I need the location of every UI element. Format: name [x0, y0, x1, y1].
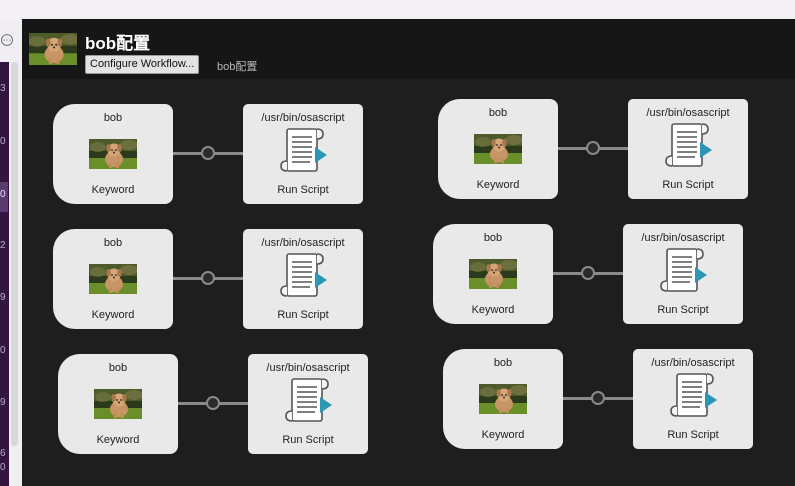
run-script-node[interactable]: /usr/bin/osascript Run Script	[243, 104, 363, 204]
dog-photo-icon	[479, 384, 527, 414]
connection-handle[interactable]	[581, 266, 595, 280]
keyword-label: Keyword	[476, 179, 520, 191]
sidebar-row-digit: 9	[0, 397, 6, 408]
keyword-text: bob	[483, 232, 503, 244]
keyword-text: bob	[488, 107, 508, 119]
script-path: /usr/bin/osascript	[646, 107, 730, 119]
keyword-label: Keyword	[91, 309, 135, 321]
dog-photo-icon	[94, 389, 142, 419]
dog-photo-icon	[89, 264, 137, 294]
sidebar-row-digit: 0	[0, 462, 6, 473]
sidebar-list	[0, 62, 9, 486]
sidebar-row-digit: 2	[0, 240, 6, 251]
script-label: Run Script	[667, 429, 719, 441]
script-path: /usr/bin/osascript	[651, 357, 735, 369]
connection-handle[interactable]	[206, 396, 220, 410]
keyword-label: Keyword	[96, 434, 140, 446]
dog-photo-icon	[29, 33, 77, 65]
top-window-strip	[0, 0, 795, 19]
script-path: /usr/bin/osascript	[266, 362, 350, 374]
script-document-icon	[277, 251, 329, 301]
script-path: /usr/bin/osascript	[261, 237, 345, 249]
keyword-node[interactable]: bob Keyword	[58, 354, 178, 454]
keyword-node[interactable]: bob Keyword	[443, 349, 563, 449]
keyword-text: bob	[103, 237, 123, 249]
script-label: Run Script	[277, 184, 329, 196]
keyword-label: Keyword	[91, 184, 135, 196]
keyword-node[interactable]: bob Keyword	[53, 104, 173, 204]
script-document-icon	[662, 121, 714, 171]
script-path: /usr/bin/osascript	[641, 232, 725, 244]
connection-handle[interactable]	[591, 391, 605, 405]
keyword-node[interactable]: bob Keyword	[433, 224, 553, 324]
keyword-text: bob	[108, 362, 128, 374]
run-script-node[interactable]: /usr/bin/osascript Run Script	[248, 354, 368, 454]
sidebar-row-digit-selected: 0	[0, 182, 8, 212]
script-document-icon	[657, 246, 709, 296]
connection-handle[interactable]	[201, 146, 215, 160]
keyword-node[interactable]: bob Keyword	[53, 229, 173, 329]
keyword-label: Keyword	[471, 304, 515, 316]
script-document-icon	[282, 376, 334, 426]
workflow-subtitle: bob配置	[217, 61, 258, 73]
sidebar-scrollbar[interactable]	[11, 62, 18, 446]
workflow-canvas: bob Keyword /usr/bin/osascript Run Scrip…	[22, 79, 795, 486]
run-script-node[interactable]: /usr/bin/osascript Run Script	[628, 99, 748, 199]
keyword-label: Keyword	[481, 429, 525, 441]
connection-handle[interactable]	[201, 271, 215, 285]
run-script-node[interactable]: /usr/bin/osascript Run Script	[623, 224, 743, 324]
dog-photo-icon	[474, 134, 522, 164]
dog-photo-icon	[89, 139, 137, 169]
script-document-icon	[277, 126, 329, 176]
workflow-title: bob配置	[85, 34, 151, 53]
more-options-icon[interactable]: ⋯	[1, 34, 13, 46]
connection-handle[interactable]	[586, 141, 600, 155]
script-label: Run Script	[662, 179, 714, 191]
sidebar-row-digit: 9	[0, 292, 6, 303]
sidebar-row-digit: 3	[0, 83, 6, 94]
script-document-icon	[667, 371, 719, 421]
configure-workflow-button[interactable]: Configure Workflow...	[85, 55, 200, 74]
workflow-header: bob配置 Configure Workflow... bob配置	[22, 19, 795, 79]
script-label: Run Script	[282, 434, 334, 446]
run-script-node[interactable]: /usr/bin/osascript Run Script	[243, 229, 363, 329]
keyword-text: bob	[493, 357, 513, 369]
sidebar-row-digit: 0	[0, 345, 6, 356]
script-label: Run Script	[657, 304, 709, 316]
script-path: /usr/bin/osascript	[261, 112, 345, 124]
keyword-text: bob	[103, 112, 123, 124]
run-script-node[interactable]: /usr/bin/osascript Run Script	[633, 349, 753, 449]
sidebar-row-digit: 0	[0, 136, 6, 147]
sidebar-row-digit: 6	[0, 448, 6, 459]
script-label: Run Script	[277, 309, 329, 321]
dog-photo-icon	[469, 259, 517, 289]
keyword-node[interactable]: bob Keyword	[438, 99, 558, 199]
